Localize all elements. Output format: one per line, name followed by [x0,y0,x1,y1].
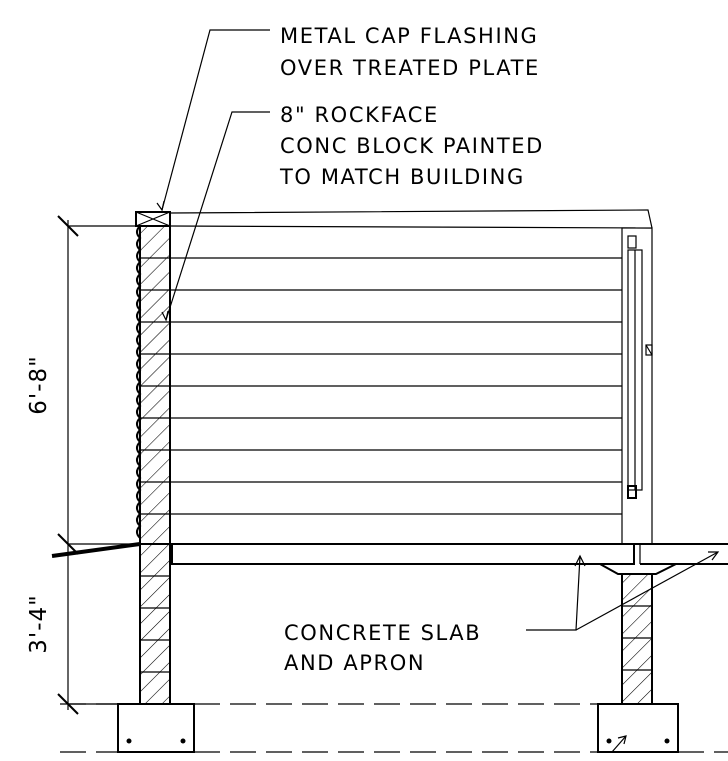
right-foundation-wall [621,573,653,705]
left-foundation-wall [139,543,171,705]
left-footing [117,703,195,753]
leader-lines [156,29,720,753]
exterior-grade [51,542,141,558]
foundation-depth-dimension: 3'-4" [26,594,52,653]
rockface-note-line-1: 8" ROCKFACE [280,103,439,127]
metal-cap-flashing [135,209,653,229]
horizontal-rails [170,257,622,515]
slab-note-line-2: AND APRON [284,651,425,675]
concrete-slab [171,543,728,575]
dimension-lines [57,215,140,715]
cap-flashing-note-line-2: OVER TREATED PLATE [280,56,540,80]
rockface-note-line-2: CONC BLOCK PAINTED [280,134,544,158]
right-footing [597,703,679,753]
slab-note-line-1: CONCRETE SLAB [284,621,481,645]
rockface-block-wall [136,225,171,545]
gate-post [621,227,653,545]
wall-height-dimension: 6'-8" [26,355,52,414]
grade-lines [60,703,728,753]
cap-flashing-note-line-1: METAL CAP FLASHING [280,24,538,48]
rockface-note-line-3: TO MATCH BUILDING [279,165,525,189]
